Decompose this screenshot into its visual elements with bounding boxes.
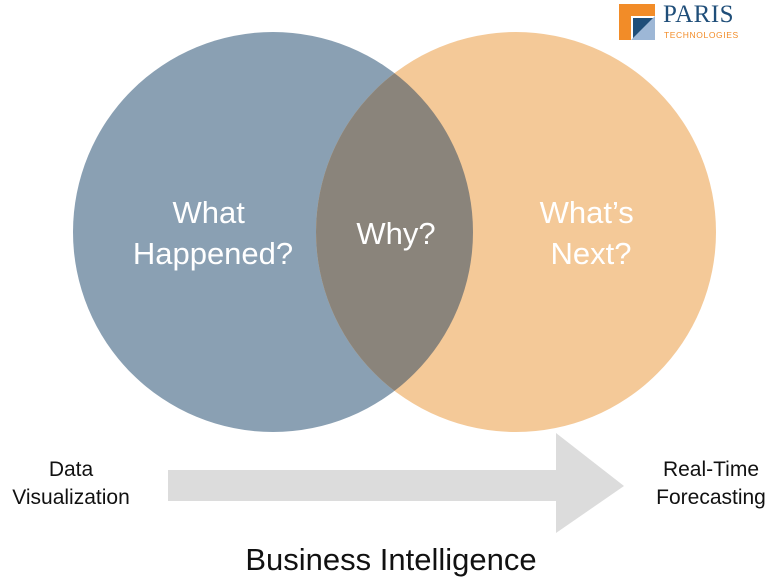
flow-end-label-line: Forecasting [656,486,766,509]
left-circle-label: What Happened? [133,195,293,271]
overlap-label: Why? [356,216,435,251]
flow-end-label-line: Real-Time [662,458,760,481]
flow-start-label-line: Data [48,458,94,481]
flow-arrow [168,433,624,533]
flow-end-label: Real-Time Forecasting [640,456,782,512]
overlap-region [316,32,473,432]
logo-name: PARIS [663,1,735,28]
logo-subtitle: TECHNOLOGIES [664,30,739,40]
flow-start-label-line: Visualization [12,486,130,509]
right-circle-label: What’s Next? [540,195,643,271]
logo-mark-icon [619,4,655,40]
flow-start-label: Data Visualization [0,456,142,512]
diagram-title: Business Intelligence [245,542,537,577]
